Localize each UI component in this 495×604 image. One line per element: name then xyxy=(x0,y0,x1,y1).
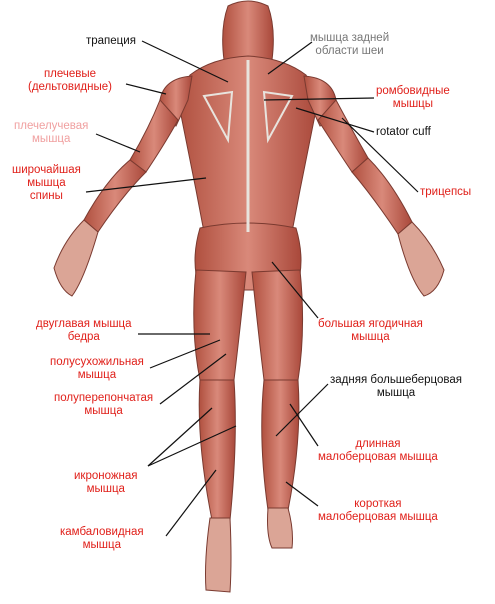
leader-rotator-cuff xyxy=(295,107,375,133)
leader-deltoid xyxy=(125,83,167,95)
label-neck-back: мышца задней области шеи xyxy=(310,32,390,57)
body-silhouette xyxy=(53,0,445,593)
right-forearm xyxy=(351,157,413,235)
leader-trapezius xyxy=(141,40,229,83)
label-tibialis-posterior: задняя большеберцовая мышца xyxy=(330,374,463,399)
label-trapezius: трапеция xyxy=(86,35,136,47)
leader-soleus xyxy=(165,469,217,537)
skeletal-details xyxy=(202,60,294,232)
left-calf xyxy=(198,379,236,521)
leader-neck-back xyxy=(267,41,313,75)
leader-gluteus-maximus xyxy=(271,261,319,319)
label-gluteus-maximus: большая ягодичная мышца xyxy=(318,318,423,343)
label-rhomboid: ромбовидные мышцы xyxy=(376,85,450,110)
left-foot xyxy=(205,517,232,593)
label-rotator-cuff: rotator cuff xyxy=(376,126,431,138)
leader-peroneus-brevis xyxy=(285,481,319,507)
label-triceps: трицепсы xyxy=(420,186,472,198)
leader-semimembranosus xyxy=(159,353,227,405)
leader-triceps xyxy=(341,117,419,193)
head xyxy=(222,0,274,61)
leader-peroneus-longus xyxy=(289,403,319,447)
leader-tibialis-posterior xyxy=(275,383,329,437)
label-peroneus-brevis: короткая малоберцовая мышца xyxy=(318,498,438,523)
leader-rhomboid xyxy=(263,97,375,101)
left-forearm xyxy=(83,159,147,233)
label-peroneus-longus: длинная малоберцовая мышца xyxy=(318,438,438,463)
right-foot xyxy=(267,507,293,549)
leader-semitendinosus xyxy=(149,339,221,369)
right-calf xyxy=(261,379,300,511)
leader-latissimus xyxy=(85,177,207,193)
label-soleus: камбаловидная мышца xyxy=(60,526,144,551)
left-scapula xyxy=(202,90,234,144)
label-brachioradialis: плечелучевая мышца xyxy=(14,120,89,145)
leader-gastrocnemius-b xyxy=(147,425,237,467)
label-deltoid: плечевые (дельтовидные) xyxy=(28,68,112,93)
leader-brachioradialis xyxy=(95,133,141,153)
right-scapula xyxy=(262,90,294,144)
left-thigh xyxy=(193,269,247,381)
right-hand xyxy=(397,221,445,297)
right-thigh xyxy=(251,269,304,381)
leader-gastrocnemius-a xyxy=(147,407,213,467)
label-semitendinosus: полусухожильная мышца xyxy=(50,356,144,381)
leader-lines xyxy=(85,40,419,537)
left-hand xyxy=(53,219,99,297)
label-biceps-femoris: двуглавая мышца бедра xyxy=(36,318,132,343)
label-latissimus: широчайшая мышца спины xyxy=(12,164,81,202)
label-gastrocnemius: икроножная мышца xyxy=(74,470,138,495)
label-semimembranosus: полуперепончатая мышца xyxy=(54,392,154,417)
